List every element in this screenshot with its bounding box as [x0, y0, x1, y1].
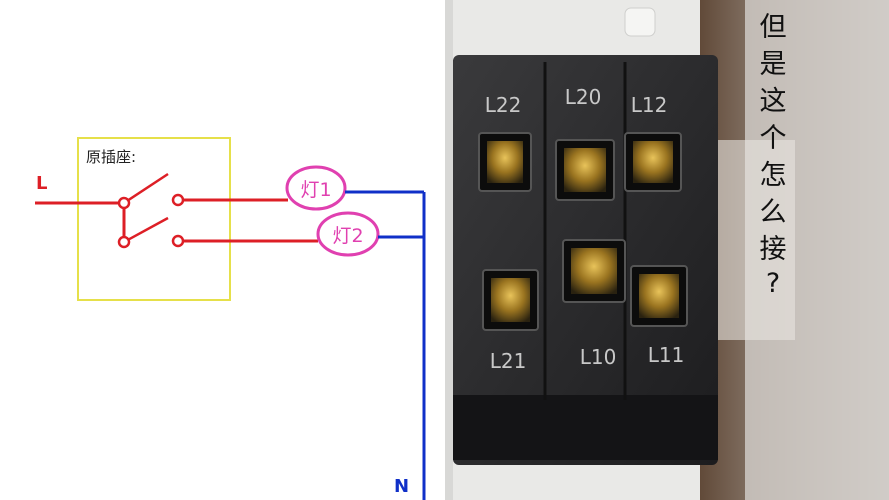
- socket-photo: L22 L20 L12 L21 L10 L11 但 是 这 个 怎 么 接 ?: [445, 0, 889, 500]
- brass-l12: [633, 141, 673, 183]
- question-char-8: ?: [766, 268, 780, 299]
- brass-l10: [571, 248, 617, 294]
- terminal-label-l20: L20: [565, 85, 602, 109]
- wiring-diagram-svg: 原插座: L 灯1 灯2 N: [35, 137, 426, 500]
- question-char-4: 个: [760, 123, 787, 154]
- question-char-6: 么: [760, 197, 787, 228]
- question-char-1: 但: [760, 12, 787, 43]
- question-char-7: 接: [760, 234, 787, 265]
- contact-common-2: [117, 235, 131, 249]
- brass-l22: [487, 141, 523, 183]
- contact-out-1: [171, 193, 185, 207]
- switch-blade-2: [123, 216, 169, 244]
- brass-l21: [491, 278, 530, 322]
- photo-glare: [715, 140, 795, 340]
- lamp-1-label: 灯1: [300, 179, 331, 201]
- terminal-label-l10: L10: [580, 345, 617, 369]
- lamp-1: [285, 165, 347, 211]
- question-char-5: 怎: [760, 160, 787, 191]
- top-white-frame: [445, 0, 700, 60]
- line-label: L: [36, 173, 47, 194]
- wiring-diagram: 原插座: L 灯1 灯2 N: [35, 137, 426, 500]
- switch-blade-1: [123, 172, 169, 205]
- lamp-2-label: 灯2: [332, 225, 363, 247]
- top-frame-notch: [624, 7, 656, 37]
- contact-out-2: [171, 234, 185, 248]
- terminal-label-l22: L22: [485, 93, 522, 117]
- socket-title: 原插座:: [86, 148, 136, 166]
- question-char-2: 是: [760, 49, 787, 80]
- terminal-label-l21: L21: [490, 349, 527, 373]
- brass-l20: [564, 148, 606, 192]
- left-frame-edge: [445, 0, 453, 500]
- terminal-base: [453, 395, 718, 460]
- lamp-2: [316, 211, 380, 257]
- terminal-label-l12: L12: [631, 93, 668, 117]
- contact-common-1: [117, 196, 131, 210]
- terminal-label-l11: L11: [648, 343, 685, 367]
- brass-l11: [639, 274, 679, 318]
- socket-box: [77, 137, 231, 301]
- question-char-3: 这: [760, 86, 787, 117]
- socket-photo-svg: L22 L20 L12 L21 L10 L11 但 是 这 个 怎 么 接 ?: [445, 0, 889, 500]
- neutral-label: N: [394, 476, 409, 497]
